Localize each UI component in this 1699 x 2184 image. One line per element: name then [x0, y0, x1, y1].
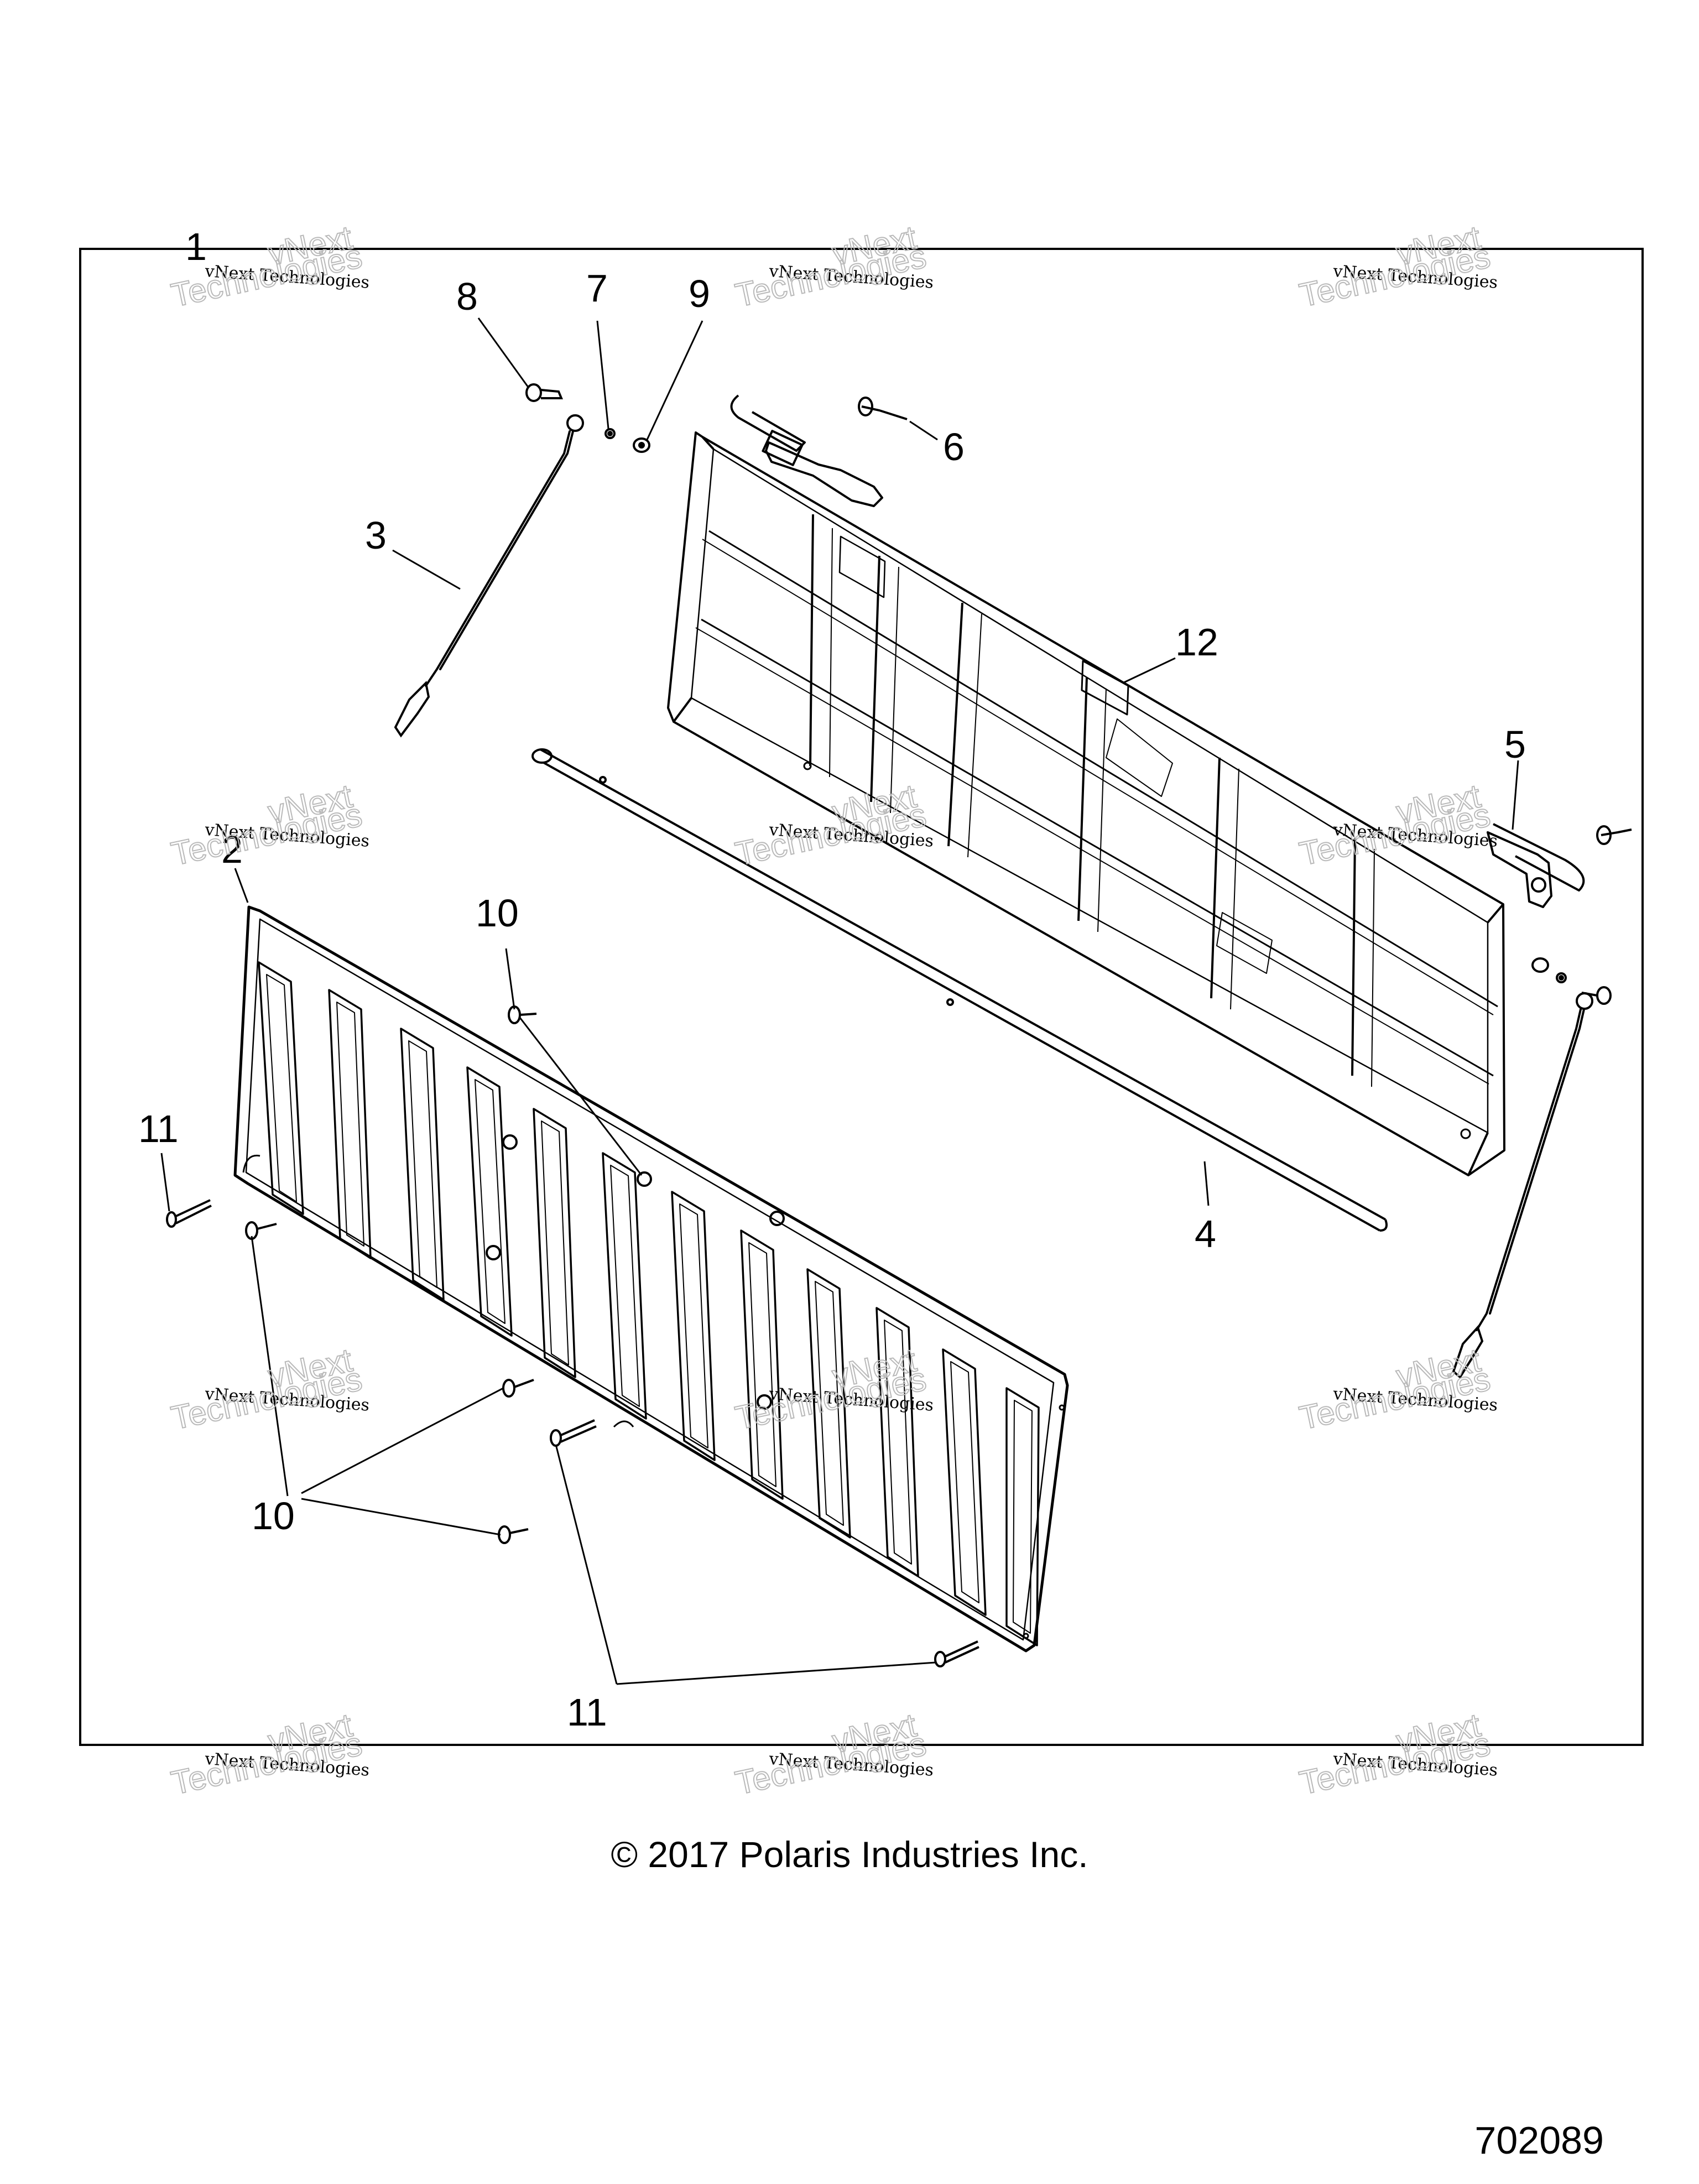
retaining-cables	[394, 414, 1593, 1379]
callout-12: 12	[1175, 621, 1218, 664]
panel-recess	[602, 1152, 647, 1420]
watermark-outline: Technologies	[732, 796, 930, 872]
watermark-outline: Technologies	[1296, 1360, 1494, 1436]
panel-recess	[400, 1028, 445, 1301]
panel-recess-inner	[408, 1040, 437, 1288]
watermark-outline: Technologies	[732, 1360, 930, 1436]
tailgate-outer-panel	[233, 905, 1069, 1653]
panel-recess	[1005, 1387, 1040, 1646]
panel-recesses	[258, 961, 1040, 1646]
panel-recess	[328, 989, 372, 1259]
panel-recess-inner	[266, 974, 297, 1202]
copyright-notice: © 2017 Polaris Industries Inc.	[611, 1834, 1088, 1875]
assembly-border	[79, 248, 1644, 1746]
panel-recess-inner	[541, 1120, 569, 1365]
watermark-outline: Technologies	[168, 1360, 366, 1436]
panel-recess	[466, 1066, 513, 1337]
panel-recess-inner	[610, 1165, 640, 1407]
callout-6: 6	[943, 425, 965, 468]
callout-8: 8	[456, 275, 478, 318]
panel-recess-inner	[475, 1079, 505, 1324]
watermark-outline: Technologies	[1296, 796, 1494, 872]
panel-recess-inner	[679, 1203, 708, 1448]
panel-recess-inner	[748, 1242, 776, 1487]
panel-recess	[671, 1191, 716, 1461]
callout-3: 3	[365, 514, 387, 557]
callout-10-upper: 10	[476, 892, 519, 935]
watermark-outline: Technologies	[168, 796, 366, 872]
callout-labels: 1 8 7 9 6 3 12 5 2 10 11 4 10 11	[138, 225, 1526, 1734]
callout-10-lower: 10	[252, 1494, 295, 1537]
right-latch	[1487, 823, 1585, 908]
leader-lines	[160, 317, 1519, 1685]
panel-recess-inner	[950, 1361, 979, 1603]
callout-11-left: 11	[138, 1107, 179, 1150]
callout-9: 9	[689, 272, 710, 315]
watermark-outline: Technologies	[1296, 1725, 1494, 1801]
panel-recess-inner	[1013, 1400, 1033, 1634]
panel-recess	[942, 1348, 987, 1616]
callout-11-bottom: 11	[567, 1691, 607, 1734]
panel-recess	[258, 961, 304, 1215]
figure-number: 702089	[1474, 2119, 1604, 2162]
callout-1: 1	[185, 225, 207, 268]
panel-recess	[533, 1108, 576, 1378]
watermark-outline: Technologies	[168, 1725, 366, 1801]
callout-7: 7	[586, 267, 608, 310]
panel-recess	[740, 1229, 784, 1500]
callout-4: 4	[1195, 1212, 1216, 1255]
panel-recess-inner	[884, 1320, 912, 1565]
panel-recess-inner	[815, 1281, 844, 1526]
panel-recess-inner	[336, 1002, 364, 1247]
hinge-rod	[531, 748, 1388, 1232]
watermark-outline: Technologies	[732, 1725, 930, 1801]
small-fasteners	[525, 383, 1612, 1005]
tailgate-inner-frame	[667, 431, 1505, 1176]
callout-2: 2	[221, 828, 243, 871]
callout-5: 5	[1504, 723, 1526, 766]
panel-recess	[875, 1307, 919, 1577]
left-latch	[730, 394, 883, 507]
panel-recess	[806, 1268, 851, 1539]
latch-bolts	[858, 397, 1632, 845]
